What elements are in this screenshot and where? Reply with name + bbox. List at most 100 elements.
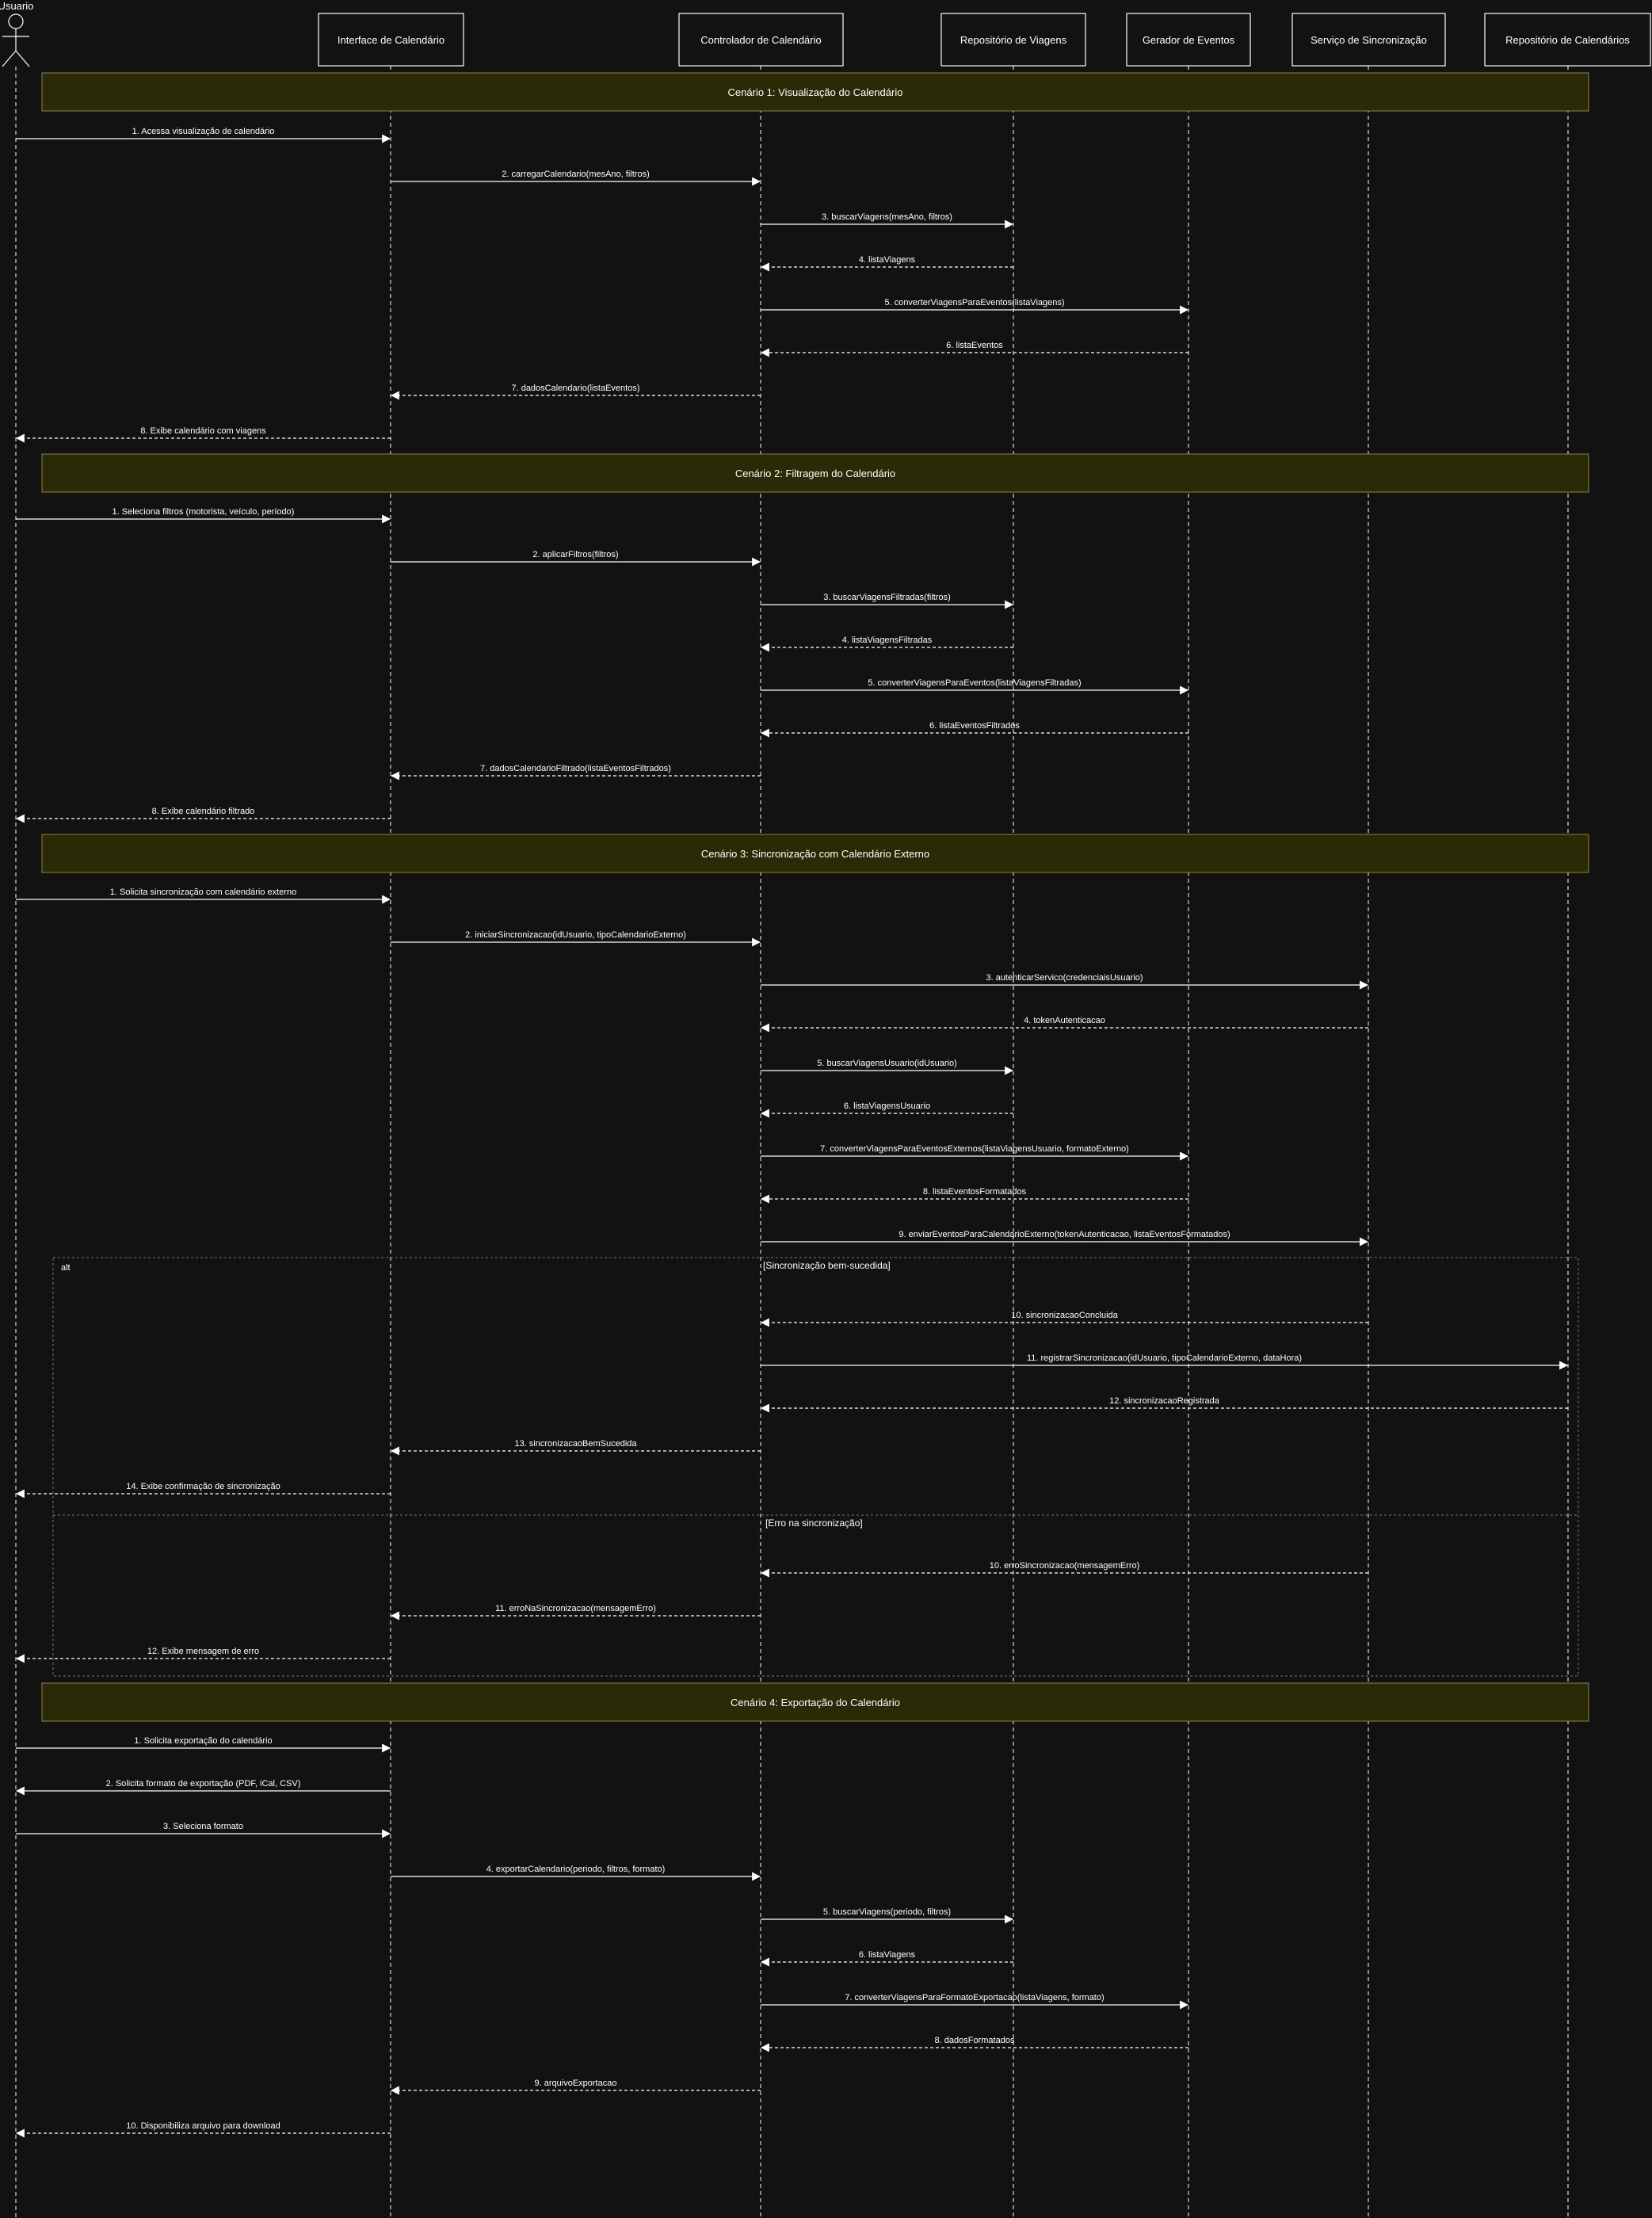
- alt-frame-border: [52, 1257, 1579, 1677]
- message: 8. dadosFormatados: [760, 2036, 1188, 2052]
- scenario-box: [41, 1682, 1589, 1722]
- message: 3. Seleciona formato: [16, 1822, 391, 1838]
- participant-label: Gerador de Eventos: [1143, 34, 1235, 46]
- alt-guard: [Erro na sincronização]: [765, 1517, 863, 1529]
- message-label: 1. Acessa visualização de calendário: [132, 127, 275, 136]
- message: 12. Exibe mensagem de erro: [15, 1647, 391, 1663]
- scenario-title: Cenário 1: Visualização do Calendário: [728, 86, 903, 98]
- message: 7. converterViagensParaFormatoExportacao…: [761, 1993, 1189, 2010]
- message-label: 4. listaViagensFiltradas: [842, 636, 933, 645]
- message-label: 8. dadosFormatados: [935, 2036, 1015, 2045]
- message-label: 3. buscarViagensFiltradas(filtros): [823, 593, 951, 602]
- message: 1. Acessa visualização de calendário: [16, 127, 391, 143]
- scenario-box: [41, 453, 1589, 493]
- message-label: 5. converterViagensParaEventos(listaViag…: [884, 298, 1064, 307]
- message: 4. listaViagens: [760, 255, 1013, 272]
- message-label: 3. Seleciona formato: [163, 1822, 243, 1831]
- message-label: 2. Solicita formato de exportação (PDF, …: [106, 1779, 301, 1789]
- participant-label: Controlador de Calendário: [700, 34, 821, 46]
- message: 5. buscarViagens(periodo, filtros): [761, 1907, 1014, 1924]
- message: 11. registrarSincronizacao(idUsuario, ti…: [761, 1353, 1569, 1370]
- message: 2. iniciarSincronizacao(idUsuario, tipoC…: [391, 930, 761, 947]
- participant-ui: Interface de Calendário: [318, 13, 464, 67]
- participant-ss: Serviço de Sincronização: [1291, 13, 1446, 67]
- message: 3. buscarViagens(mesAno, filtros): [761, 212, 1014, 229]
- message: 6. listaEventos: [760, 341, 1188, 357]
- message: 4. tokenAutenticacao: [760, 1016, 1368, 1033]
- message-label: 6. listaEventosFiltrados: [929, 721, 1020, 731]
- actor-head: [8, 13, 24, 29]
- scenario-box: [41, 72, 1589, 112]
- participant-ctrl: Controlador de Calendário: [678, 13, 844, 67]
- alt-frame: alt[Sincronização bem-sucedida][Erro na …: [52, 1257, 1579, 1677]
- actor-leg-left: [2, 50, 17, 67]
- scenario-banner-2: Cenário 2: Filtragem do Calendário: [41, 453, 1589, 493]
- message: 2. carregarCalendario(mesAno, filtros): [391, 170, 761, 186]
- scenario-banner-1: Cenário 1: Visualização do Calendário: [41, 72, 1589, 112]
- message-label: 8. Exibe calendário filtrado: [152, 807, 255, 816]
- message-label: 7. dadosCalendario(listaEventos): [511, 384, 639, 393]
- message-label: 4. exportarCalendario(periodo, filtros, …: [486, 1865, 666, 1874]
- message-label: 8. listaEventosFormatados: [923, 1187, 1027, 1197]
- participant-box: [1484, 13, 1651, 67]
- message: 5. converterViagensParaEventos(listaViag…: [761, 678, 1189, 695]
- participant-box: [678, 13, 844, 67]
- message: 6. listaViagensUsuario: [760, 1101, 1013, 1118]
- message-label: 2. iniciarSincronizacao(idUsuario, tipoC…: [465, 930, 686, 940]
- message: 1. Solicita exportação do calendário: [16, 1736, 391, 1753]
- message: 9. arquivoExportacao: [390, 2079, 761, 2095]
- message-label: 12. sincronizacaoRegistrada: [1109, 1396, 1220, 1406]
- participant-heads: Interface de Calendário Controlador de Ca…: [0, 0, 1651, 67]
- message-label: 5. converterViagensParaEventos(listaViag…: [868, 678, 1081, 688]
- message-label: 11. erroNaSincronizacao(mensagemErro): [495, 1604, 656, 1613]
- message: 5. converterViagensParaEventos(listaViag…: [761, 298, 1189, 315]
- participant-rc: Repositório de Calendários: [1484, 13, 1651, 67]
- alt-guard: [Sincronização bem-sucedida]: [763, 1260, 891, 1271]
- message: 1. Solicita sincronização com calendário…: [16, 888, 391, 904]
- message: 7. dadosCalendarioFiltrado(listaEventosF…: [390, 764, 761, 781]
- message-label: 1. Seleciona filtros (motorista, veículo…: [113, 507, 295, 517]
- message-label: 6. listaViagens: [859, 1950, 916, 1960]
- scenario-banners: Cenário 1: Visualização do CalendárioCen…: [41, 72, 1589, 1722]
- message-label: 2. carregarCalendario(mesAno, filtros): [502, 170, 649, 179]
- message-label: 9. arquivoExportacao: [535, 2079, 617, 2088]
- message-label: 10. sincronizacaoConcluida: [1011, 1311, 1118, 1320]
- scenario-title: Cenário 4: Exportação do Calendário: [731, 1697, 900, 1708]
- scenario-title: Cenário 2: Filtragem do Calendário: [735, 468, 895, 479]
- message-label: 7. dadosCalendarioFiltrado(listaEventosF…: [480, 764, 671, 773]
- actor-usuario: Usuario: [0, 0, 33, 67]
- message: 13. sincronizacaoBemSucedida: [390, 1439, 761, 1456]
- message: 2. Solicita formato de exportação (PDF, …: [15, 1779, 391, 1796]
- scenario-banner-4: Cenário 4: Exportação do Calendário: [41, 1682, 1589, 1722]
- message-label: 1. Solicita sincronização com calendário…: [110, 888, 296, 897]
- lifelines: [15, 66, 1569, 2218]
- participant-label: Repositório de Calendários: [1505, 34, 1630, 46]
- message: 5. buscarViagensUsuario(idUsuario): [761, 1059, 1014, 1075]
- message-label: 4. tokenAutenticacao: [1024, 1016, 1105, 1025]
- participant-label: Repositório de Viagens: [960, 34, 1067, 46]
- message-label: 10. erroSincronizacao(mensagemErro): [990, 1561, 1140, 1571]
- participant-label: Interface de Calendário: [338, 34, 444, 46]
- message: 10. sincronizacaoConcluida: [760, 1311, 1368, 1327]
- message-label: 3. autenticarServico(credenciaisUsuario): [986, 973, 1143, 983]
- messages: 1. Acessa visualização de calendário 2. c…: [15, 127, 1569, 2138]
- actor-leg-right: [15, 50, 30, 67]
- participant-box: [940, 13, 1086, 67]
- participant-box: [1291, 13, 1446, 67]
- message: 1. Seleciona filtros (motorista, veículo…: [16, 507, 391, 524]
- message-label: 7. converterViagensParaFormatoExportacao…: [845, 1993, 1104, 2002]
- message-label: 6. listaViagensUsuario: [844, 1101, 930, 1111]
- message: 14. Exibe confirmação de sincronização: [15, 1482, 391, 1498]
- message-label: 12. Exibe mensagem de erro: [147, 1647, 259, 1656]
- message-label: 9. enviarEventosParaCalendarioExterno(to…: [898, 1230, 1230, 1239]
- message: 8. Exibe calendário filtrado: [15, 807, 391, 823]
- message: 7. dadosCalendario(listaEventos): [390, 384, 761, 400]
- message: 9. enviarEventosParaCalendarioExterno(to…: [761, 1230, 1369, 1246]
- message-label: 8. Exibe calendário com viagens: [140, 426, 266, 436]
- message-label: 3. buscarViagens(mesAno, filtros): [822, 212, 952, 222]
- participant-box: [318, 13, 464, 67]
- message-label: 13. sincronizacaoBemSucedida: [514, 1439, 637, 1449]
- message: 4. exportarCalendario(periodo, filtros, …: [391, 1865, 761, 1881]
- message-label: 14. Exibe confirmação de sincronização: [126, 1482, 280, 1491]
